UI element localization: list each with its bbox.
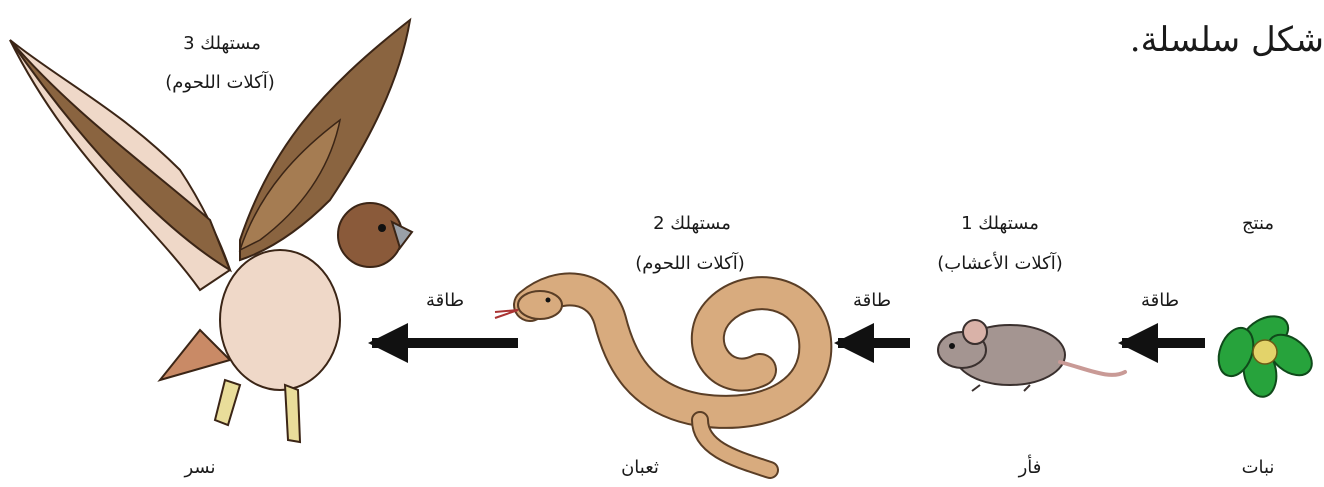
energy-label-2: طاقة — [842, 290, 902, 312]
snake-diet-label: (آكلات اللحوم) — [610, 253, 770, 275]
plant-role-label: منتج — [1228, 213, 1288, 235]
snake-role-label: مستهلك 2 — [632, 213, 752, 235]
mouse-role-label: مستهلك 1 — [940, 213, 1060, 235]
snake-illustration — [495, 289, 815, 470]
mouse-name-label: فأر — [1000, 457, 1060, 479]
plant-name-label: نبات — [1228, 457, 1288, 479]
mouse-diet-label: (آكلات الأعشاب) — [915, 253, 1085, 275]
hawk-role-label: مستهلك 3 — [162, 33, 282, 55]
energy-label-3: طاقة — [415, 290, 475, 312]
mouse-illustration — [938, 320, 1125, 391]
hawk-diet-label: (آكلات اللحوم) — [140, 72, 300, 94]
plant-illustration — [1212, 309, 1319, 400]
snake-name-label: ثعبان — [610, 457, 670, 479]
hawk-name-label: نسر — [170, 457, 230, 479]
energy-label-1: طاقة — [1130, 290, 1190, 312]
